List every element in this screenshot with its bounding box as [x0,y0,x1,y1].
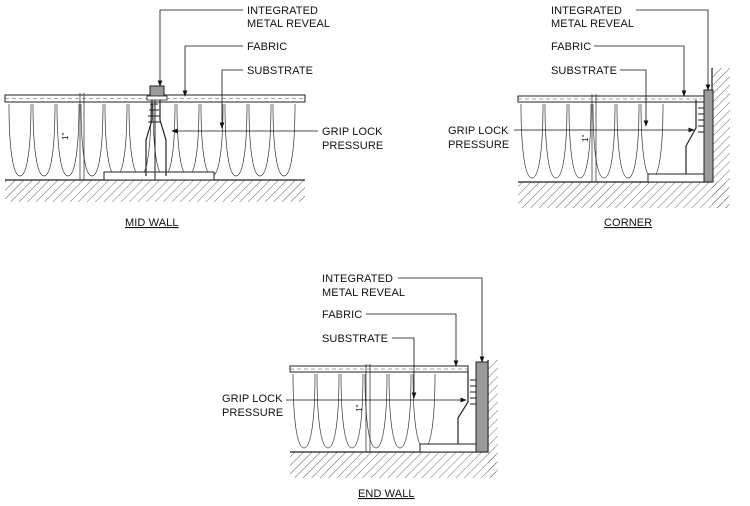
end-wall-detail: 1" INTEGRATED METAL REVEAL FABRIC SUBSTR… [222,273,498,500]
insulation-batt [388,373,412,449]
corner-title: CORNER [604,217,652,229]
end-wall-metal-reveal [475,361,489,453]
insulation-batt [152,103,176,177]
end-wall-fabric-label: FABRIC [322,309,362,321]
insulation-batt [176,103,200,177]
end-wall-grip-clip [457,370,469,444]
insulation-batt [56,103,80,177]
end-wall-wall-hatch [290,452,496,478]
corner-detail: 1" INTEGRATED METAL REVEAL FABRIC SUBSTR… [448,5,730,229]
corner-reveal-label-2: METAL REVEAL [551,18,634,30]
mid-wall-grip-label-1: GRIP LOCK [322,126,383,138]
end-wall-dimension: 1" [355,404,364,412]
insulation-batt [292,373,316,449]
insulation-batt [568,103,592,179]
mid-wall-fabric-label: FABRIC [247,41,287,53]
insulation-batt [520,103,544,179]
insulation-batt [616,103,640,179]
mid-wall-title: MID WALL [125,217,179,229]
insulation-batt [32,103,56,177]
corner-metal-reveal [703,89,714,183]
mid-wall-base-track [103,171,215,181]
end-wall-fabric [289,365,469,373]
insulation-batt [248,103,272,177]
insulation-batt [592,103,616,179]
corner-fabric-label: FABRIC [551,41,591,53]
insulation-batt [544,103,568,179]
insulation-batt [340,373,364,449]
insulation-batt [200,103,224,177]
end-wall-base-track [419,443,479,453]
mid-wall-reveal-label-2: METAL REVEAL [247,18,330,30]
corner-grip-label-2: PRESSURE [448,139,509,151]
mid-wall-substrate-label: SUBSTRATE [247,65,313,77]
corner-grip-label-1: GRIP LOCK [448,125,509,137]
insulation-batt [316,373,340,449]
end-wall-reveal-label-2: METAL REVEAL [322,287,405,299]
insulation-batt [412,373,436,449]
end-wall-grip-label-2: PRESSURE [222,407,283,419]
mid-wall-substrate-batts [8,103,296,177]
insulation-batt [224,103,248,177]
corner-grip-clip [685,100,697,174]
corner-side-wall-hatch [712,68,730,208]
end-wall-grip-label-1: GRIP LOCK [222,393,283,405]
mid-wall-wall-hatch [5,180,305,202]
insulation-batt [640,103,664,179]
end-wall-title: END WALL [358,488,415,500]
mid-wall-reveal-label-1: INTEGRATED [247,5,318,17]
corner-substrate-label: SUBSTRATE [551,65,617,77]
corner-dimension: 1" [581,134,590,142]
insulation-batt [104,103,128,177]
mid-wall-grip-label-2: PRESSURE [322,140,383,152]
mid-wall-detail: 1" INTEGRATED METAL REVEAL FABRIC SUBSTR… [4,5,383,229]
mid-wall-grip-clip [145,100,167,176]
end-wall-reveal-label-1: INTEGRATED [322,273,393,285]
insulation-batt [80,103,104,177]
end-wall-substrate-label: SUBSTRATE [322,333,388,345]
insulation-batt [364,373,388,449]
insulation-batt [8,103,32,177]
corner-reveal-label-1: INTEGRATED [551,5,622,17]
end-wall-side-hatch [488,360,498,478]
insulation-batt [272,103,296,177]
mid-wall-dimension: 1" [61,132,70,140]
corner-wall-hatch [518,182,728,208]
insulation-batt [128,103,152,177]
corner-base-track [647,173,711,183]
